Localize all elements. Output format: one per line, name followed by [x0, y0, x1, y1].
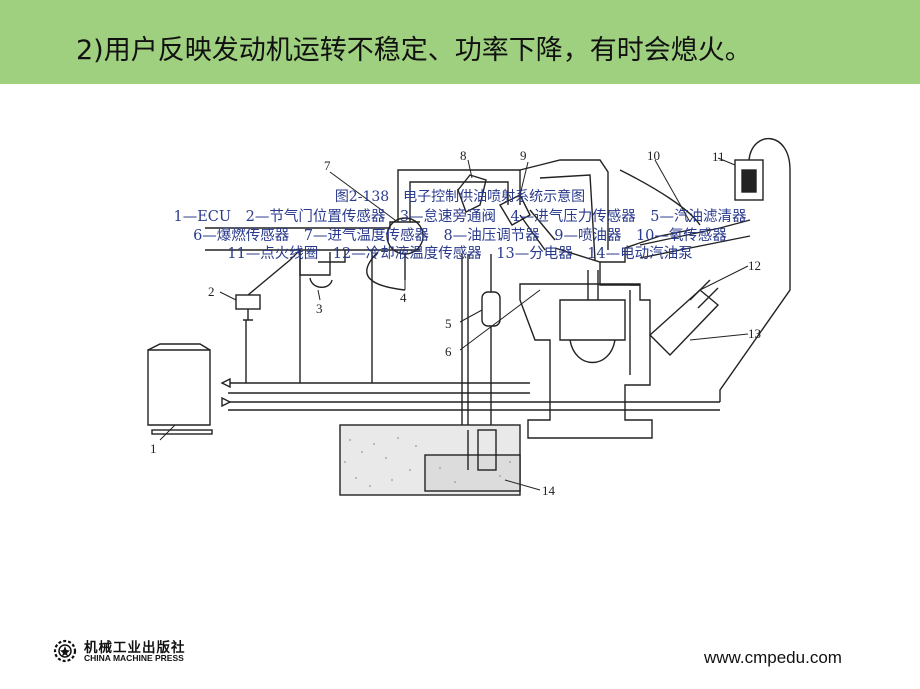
label-14: 14 — [542, 483, 556, 498]
label-8: 8 — [460, 148, 467, 163]
label-10: 10 — [647, 148, 660, 163]
publisher-name-cn: 机械工业出版社 — [84, 640, 186, 656]
label-3: 3 — [316, 301, 323, 316]
label-6: 6 — [445, 344, 452, 359]
label-13: 13 — [748, 326, 761, 341]
label-12: 12 — [748, 258, 761, 273]
publisher-name-en: CHINA MACHINE PRESS — [84, 653, 184, 663]
gear-icon — [53, 639, 77, 663]
label-11: 11 — [712, 149, 725, 164]
label-4: 4 — [400, 290, 407, 305]
slide-title: 2)用户反映发动机运转不稳定、功率下降，有时会熄火。 — [76, 35, 752, 66]
label-9: 9 — [520, 148, 527, 163]
label-5: 5 — [445, 316, 452, 331]
title-bar — [0, 0, 920, 84]
label-7: 7 — [324, 158, 331, 173]
label-2: 2 — [208, 284, 215, 299]
label-1: 1 — [150, 441, 157, 456]
publisher-logo: 机械工业出版社 CHINA MACHINE PRESS — [52, 636, 222, 666]
website-url: www.cmpedu.com — [704, 648, 842, 667]
